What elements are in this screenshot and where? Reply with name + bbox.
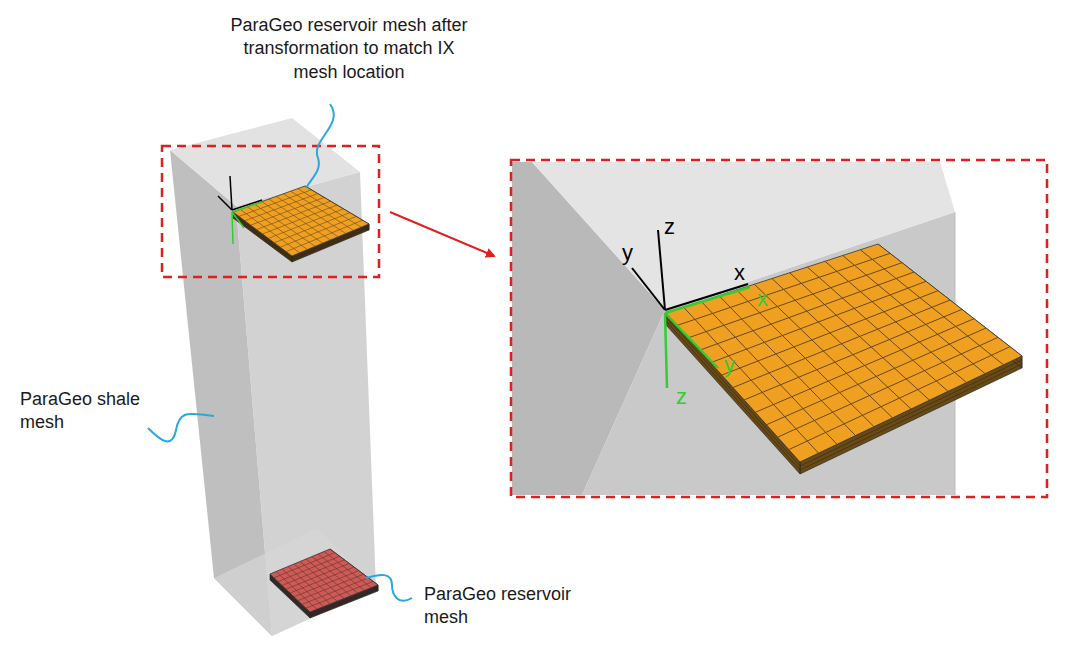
small-axes xyxy=(218,176,262,244)
mesh-line xyxy=(324,552,371,588)
mesh-line xyxy=(263,205,338,234)
mesh-line xyxy=(860,250,1003,365)
axis-label: x xyxy=(757,288,777,310)
axis-label: y xyxy=(724,354,744,376)
mesh-line xyxy=(807,267,948,391)
axis-label: x xyxy=(734,262,754,284)
mesh-line xyxy=(778,337,998,437)
axis-label: z xyxy=(676,386,696,408)
mesh-line xyxy=(283,194,346,234)
mesh-line xyxy=(302,578,368,605)
mesh-line xyxy=(789,347,1010,450)
mesh-line xyxy=(286,220,363,251)
mesh-line xyxy=(767,328,987,425)
mesh-line xyxy=(306,581,373,608)
mesh-top xyxy=(270,549,378,612)
reservoir-mesh-transformed xyxy=(233,186,369,262)
zoom-arrow xyxy=(390,212,494,256)
mesh-line xyxy=(825,261,967,382)
mesh-line xyxy=(274,213,350,243)
mesh-line xyxy=(306,559,351,596)
leader-lines xyxy=(148,104,412,601)
mesh-top xyxy=(666,244,1022,462)
mesh-top xyxy=(233,186,369,256)
mesh-line xyxy=(843,256,985,374)
mesh-line xyxy=(298,189,362,228)
mesh-line xyxy=(298,574,364,600)
mesh-line xyxy=(268,209,343,239)
mesh-line xyxy=(280,216,356,247)
shale-block xyxy=(170,118,376,636)
callout-label: ParaGeo reservoir mesh after transformat… xyxy=(220,14,478,84)
axis-label: z xyxy=(664,216,684,238)
zoom-axes xyxy=(632,230,750,388)
callout-label: ParaGeo reservoir mesh xyxy=(424,583,614,630)
mesh-line xyxy=(312,557,358,594)
mesh-line xyxy=(318,554,364,590)
mesh-line xyxy=(276,196,338,236)
mesh-line xyxy=(290,567,354,593)
mesh-line xyxy=(291,191,354,230)
zoom-frame xyxy=(511,160,1047,497)
reservoir-mesh-zoomed xyxy=(666,244,1022,474)
axis-label: y xyxy=(622,242,642,264)
reservoir-mesh xyxy=(270,549,378,618)
mesh-line xyxy=(294,571,359,597)
callout-label: ParaGeo shale mesh xyxy=(20,388,152,435)
zoom-frame-small xyxy=(162,146,379,277)
mesh-line xyxy=(790,273,930,400)
